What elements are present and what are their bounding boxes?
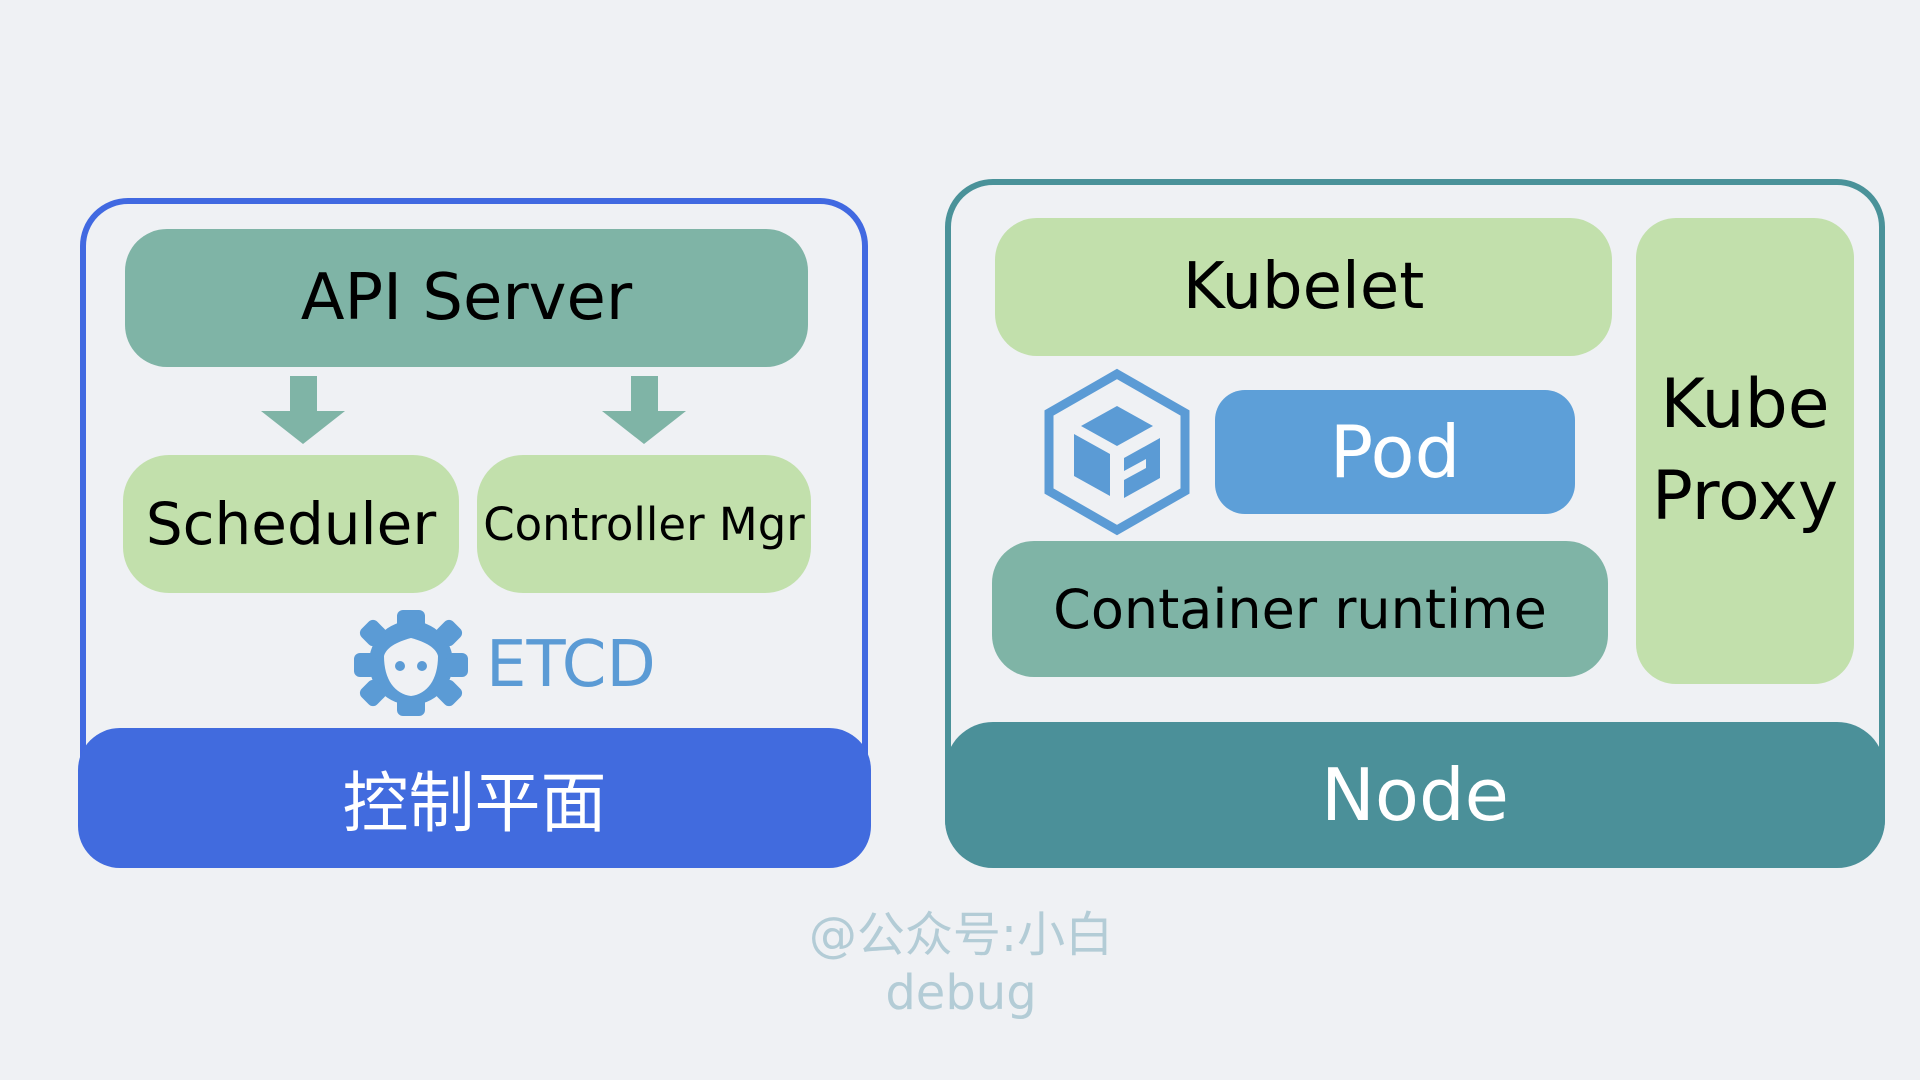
container-runtime-box: Container runtime xyxy=(992,541,1608,677)
scheduler-box: Scheduler xyxy=(123,455,459,593)
api-server-box: API Server xyxy=(125,229,808,367)
etcd-logo-icon xyxy=(354,610,468,716)
kubelet-label: Kubelet xyxy=(1182,250,1425,324)
watermark: @公众号:小白debug xyxy=(808,907,1114,1021)
down-arrow-icon xyxy=(261,376,345,444)
kube-proxy-box: Kube Proxy xyxy=(1636,218,1854,684)
etcd-label: ETCD xyxy=(486,628,656,702)
container-runtime-logo-icon xyxy=(1044,368,1190,536)
pod-box: Pod xyxy=(1215,390,1575,514)
node-footer: Node xyxy=(945,722,1885,868)
node-footer-label: Node xyxy=(1321,753,1509,837)
down-arrow-icon xyxy=(602,376,686,444)
control-plane-footer: 控制平面 xyxy=(78,728,871,868)
controller-mgr-label: Controller Mgr xyxy=(483,497,805,551)
controller-mgr-box: Controller Mgr xyxy=(477,455,811,593)
container-runtime-label: Container runtime xyxy=(1053,577,1547,641)
api-server-label: API Server xyxy=(300,261,633,335)
kube-proxy-label-line2: Proxy xyxy=(1651,457,1839,536)
kube-proxy-label-line1: Kube xyxy=(1660,365,1830,444)
scheduler-label: Scheduler xyxy=(145,490,437,558)
control-plane-footer-label: 控制平面 xyxy=(342,765,607,842)
pod-label: Pod xyxy=(1329,410,1461,494)
kubelet-box: Kubelet xyxy=(995,218,1612,356)
